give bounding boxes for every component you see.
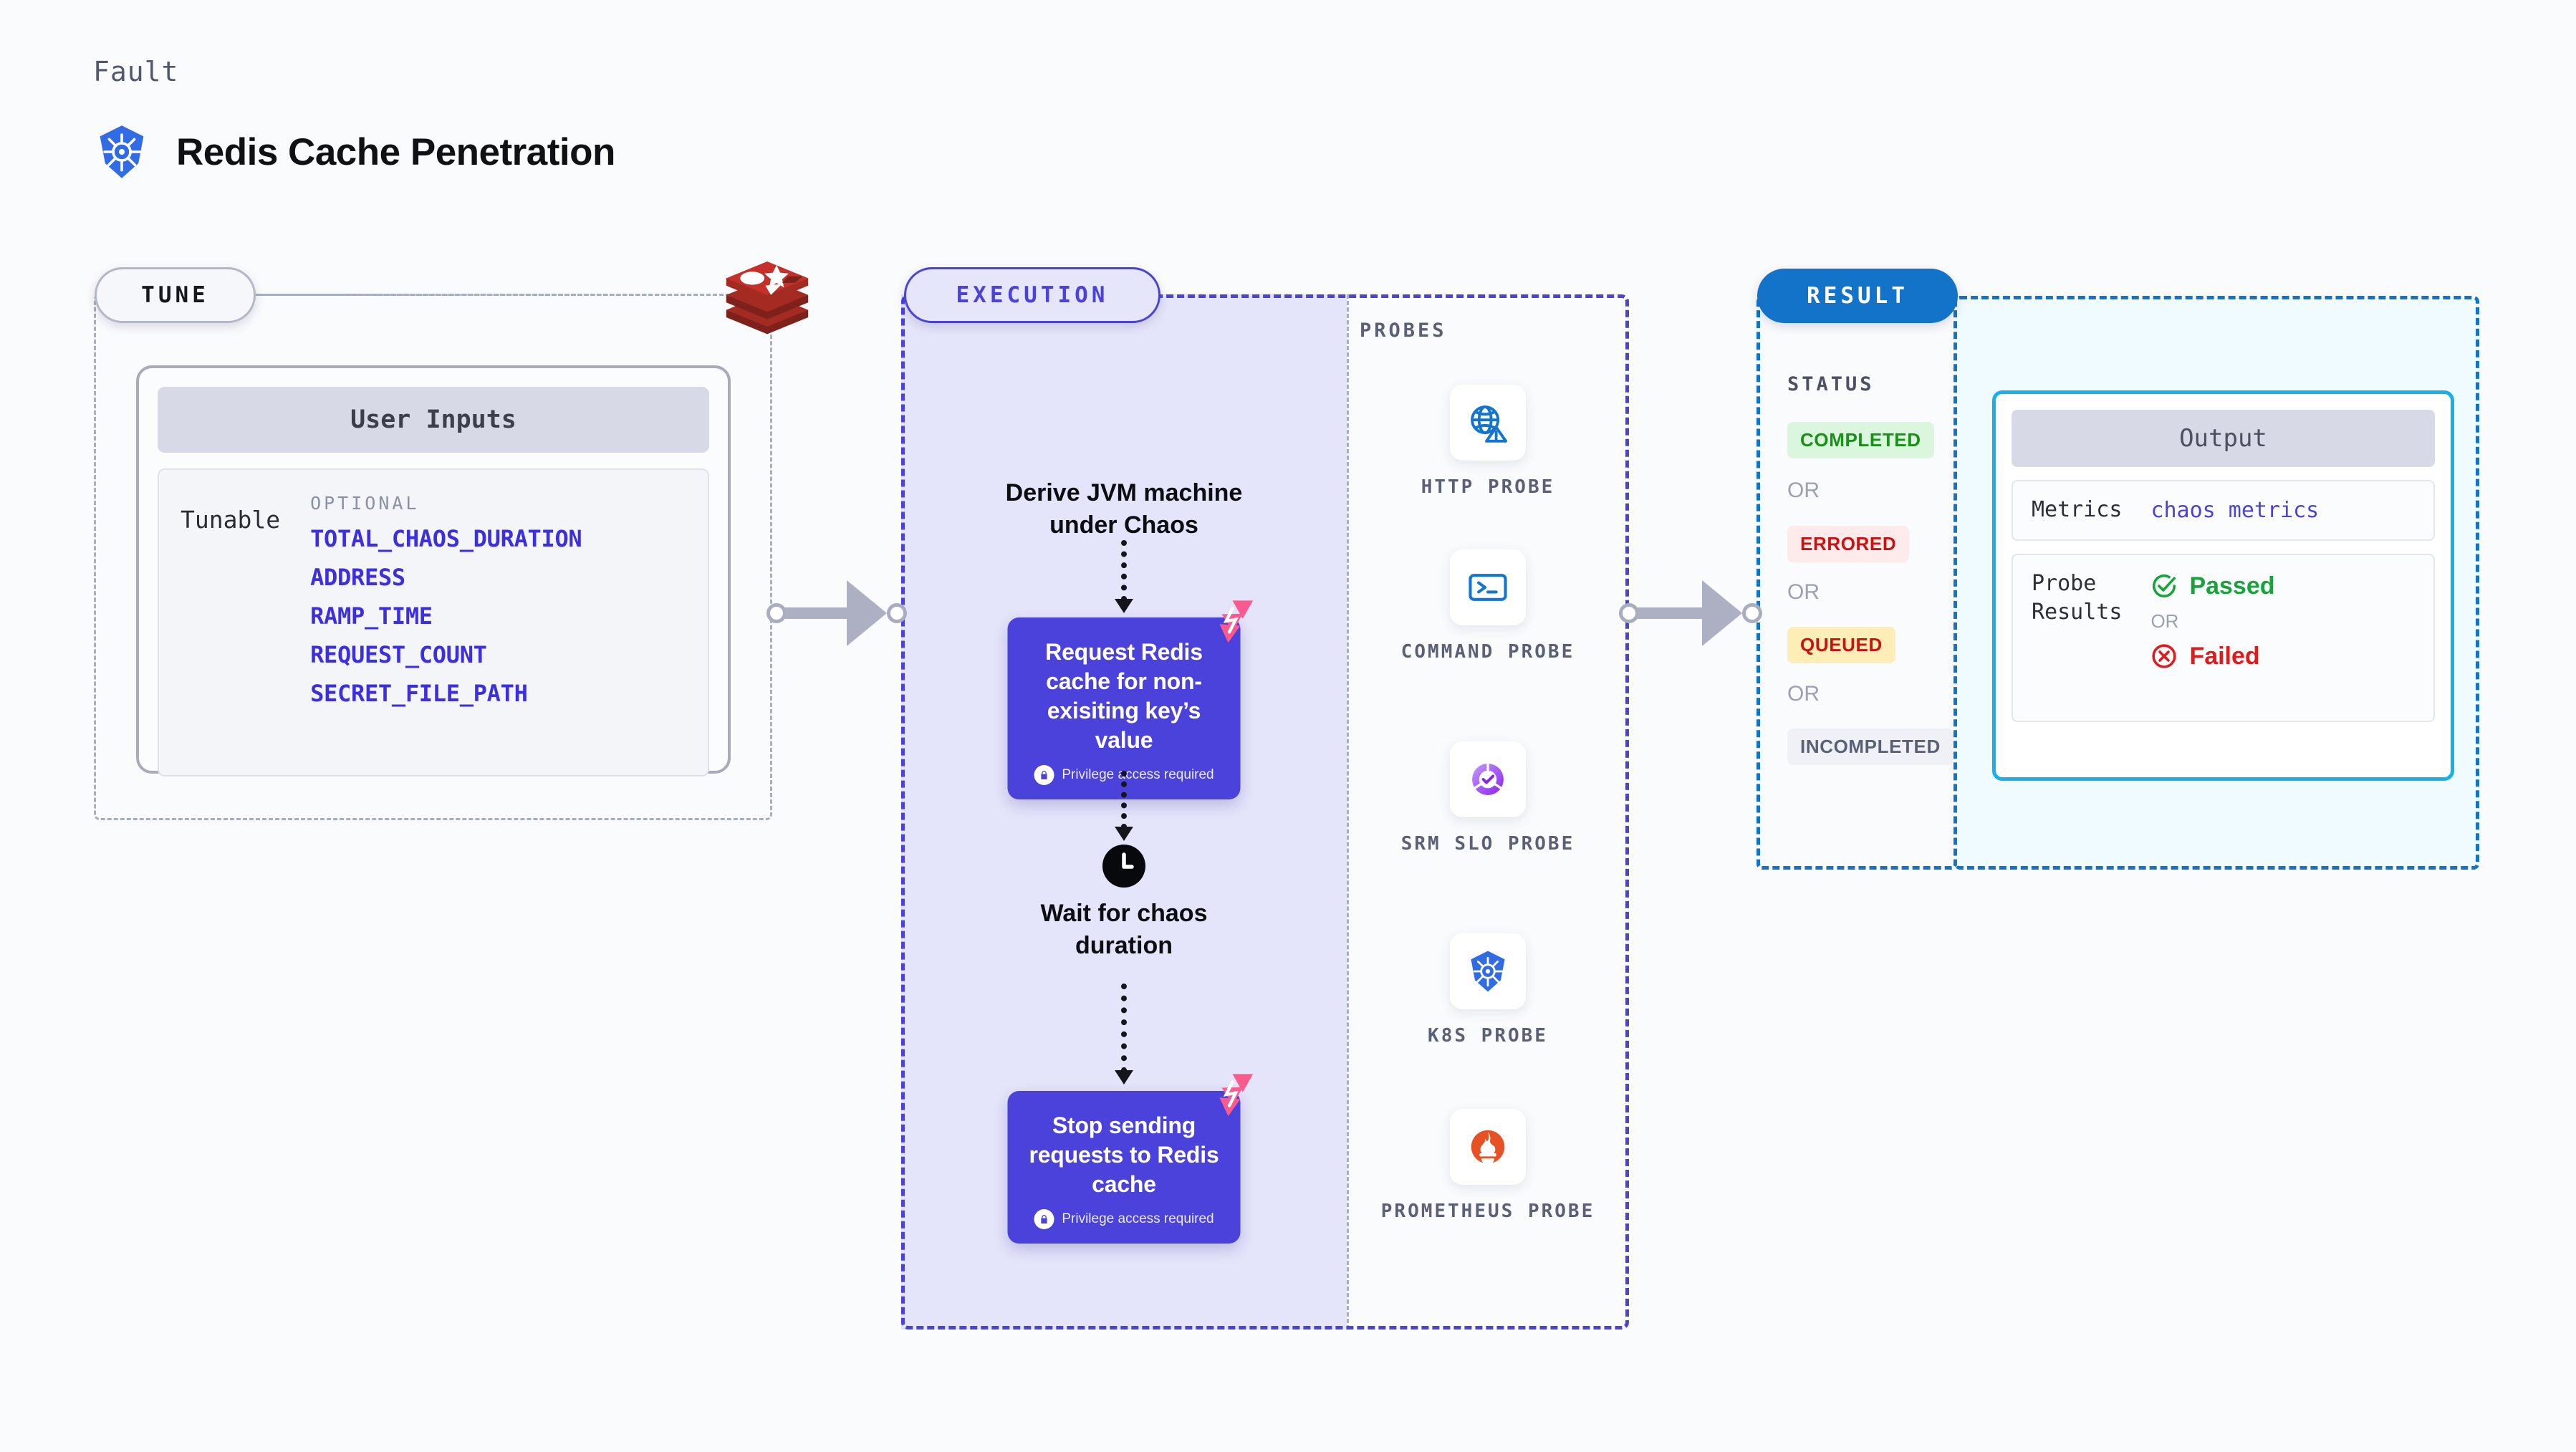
litmus-badge-icon [1219, 1074, 1254, 1117]
flow-arrow-1 [1121, 540, 1127, 602]
status-badge-incompleted: INCOMPLETED [1787, 729, 1953, 765]
probe-result-failed: Failed [2150, 643, 2274, 670]
clock-icon [1102, 845, 1145, 888]
flow-arrow-1-tip [1115, 599, 1133, 613]
srm-slo-icon [1472, 764, 1504, 795]
probe-item[interactable]: PROMETHEUS PROBE [1347, 1109, 1629, 1224]
probe-tile [1450, 933, 1526, 1009]
connector-probes-to-result [1619, 580, 1762, 646]
probe-label: COMMAND PROBE [1400, 641, 1575, 663]
terminal-icon [1469, 574, 1507, 601]
lock-icon [1034, 764, 1054, 785]
probe-result-passed: Passed [2150, 572, 2275, 600]
tunable-list: OPTIONAL TOTAL_CHAOS_DURATION ADDRESS RA… [310, 493, 582, 775]
probe-label: SRM SLO PROBE [1400, 833, 1575, 855]
connector-tune-to-execution [766, 580, 907, 646]
probe-result-or: OR [2150, 610, 2179, 632]
step-derive-jvm: Derive JVM machine under Chaos [1005, 479, 1243, 539]
result-status-panel [1756, 296, 1957, 870]
probe-item[interactable]: HTTP PROBE [1347, 385, 1629, 500]
probe-label: HTTP PROBE [1421, 476, 1555, 498]
action-card-title: Request Redis cache for non-exisiting ke… [1045, 639, 1203, 753]
connector-end-dot [887, 603, 907, 623]
probe-label: K8S PROBE [1428, 1025, 1548, 1047]
probes-label: PROBES [1360, 319, 1447, 342]
kubernetes-icon [1471, 951, 1505, 992]
output-metrics-row: Metrics chaos metrics [2012, 480, 2435, 541]
output-card: Output Metrics chaos metrics Probe Resul… [1992, 390, 2454, 781]
failed-label: Failed [2189, 642, 2260, 670]
probe-tile [1450, 741, 1526, 817]
status-or-2: OR [1787, 580, 1820, 604]
flow-arrow-3-tip [1115, 1070, 1133, 1085]
connector-shaft [785, 607, 851, 619]
tunable-item[interactable]: REQUEST_COUNT [310, 641, 487, 668]
step-wait-for-chaos: Wait for chaos duration [1040, 900, 1208, 959]
status-or-3: OR [1787, 682, 1820, 706]
connector-start-dot [766, 603, 787, 623]
connector-arrow-head [1702, 580, 1742, 646]
prometheus-icon [1471, 1130, 1505, 1165]
status-badge-completed: COMPLETED [1787, 422, 1934, 458]
result-pill[interactable]: RESULT [1757, 269, 1958, 323]
litmus-badge-icon [1219, 600, 1254, 643]
probe-item[interactable]: COMMAND PROBE [1347, 549, 1629, 665]
status-or-1: OR [1787, 479, 1820, 502]
user-inputs-header: User Inputs [158, 387, 709, 453]
redis-logo [726, 261, 809, 335]
probe-tile [1450, 1109, 1526, 1185]
kubernetes-icon [100, 125, 144, 178]
probe-tile [1450, 549, 1526, 625]
probe-item[interactable]: SRM SLO PROBE [1347, 741, 1629, 857]
user-inputs-body: Tunable OPTIONAL TOTAL_CHAOS_DURATION AD… [158, 468, 709, 777]
metrics-key: Metrics [2032, 497, 2123, 522]
connector-shaft [1638, 607, 1706, 619]
status-label: STATUS [1787, 373, 1875, 395]
action-card-subtitle: Privilege access required [1024, 764, 1225, 785]
status-badge-queued: QUEUED [1787, 627, 1895, 663]
passed-label: Passed [2189, 572, 2275, 600]
tune-pill[interactable]: TUNE [95, 267, 256, 323]
globe-warning-icon [1471, 405, 1508, 443]
tunable-label: Tunable [181, 506, 281, 534]
metrics-value[interactable]: chaos metrics [2150, 497, 2320, 523]
probe-results-values: Passed OR Failed [2150, 569, 2274, 670]
action-card-subtitle-text: Privilege access required [1062, 1211, 1214, 1226]
connector-arrow-head [847, 580, 887, 646]
connector-start-dot [1619, 603, 1639, 623]
status-badge-errored: ERRORED [1787, 526, 1910, 562]
probe-results-key: Probe Results [2032, 570, 2123, 625]
flow-arrow-3 [1121, 984, 1127, 1073]
probe-label: PROMETHEUS PROBE [1380, 1201, 1595, 1222]
output-probe-results-row: Probe Results Passed OR Failed [2012, 553, 2435, 722]
tunable-item[interactable]: SECRET_FILE_PATH [310, 680, 528, 707]
page-title: Redis Cache Penetration [176, 130, 615, 173]
probe-item[interactable]: K8S PROBE [1347, 933, 1629, 1049]
connector-end-dot [1742, 603, 1762, 623]
output-header: Output [2012, 410, 2435, 467]
probe-tile [1450, 385, 1526, 461]
flow-arrow-2 [1121, 771, 1127, 830]
user-inputs-card: User Inputs Tunable OPTIONAL TOTAL_CHAOS… [136, 365, 731, 777]
action-card-request-redis[interactable]: Request Redis cache for non-exisiting ke… [1007, 600, 1254, 799]
page-title-row: Redis Cache Penetration [93, 123, 615, 181]
execution-pill[interactable]: EXECUTION [904, 267, 1160, 323]
action-card-subtitle: Privilege access required [1024, 1208, 1225, 1229]
action-card-title: Stop sending requests to Redis cache [1029, 1112, 1219, 1197]
execution-flow: Derive JVM machine under Chaos Request R… [901, 294, 1347, 1330]
tune-connector-line [251, 294, 724, 296]
tunable-item[interactable]: ADDRESS [310, 564, 405, 591]
fault-kicker: Fault [93, 56, 179, 87]
execution-panel [901, 294, 1629, 1330]
lock-icon [1034, 1208, 1054, 1229]
optional-label: OPTIONAL [310, 493, 420, 514]
action-card-subtitle-text: Privilege access required [1062, 766, 1214, 782]
action-card-stop-sending[interactable]: Stop sending requests to Redis cache Pri… [1007, 1074, 1254, 1244]
x-circle-icon [2152, 644, 2177, 668]
tunable-item[interactable]: TOTAL_CHAOS_DURATION [310, 525, 582, 552]
flow-arrow-2-tip [1115, 827, 1133, 841]
tunable-item[interactable]: RAMP_TIME [310, 602, 433, 630]
check-circle-icon [2153, 574, 2176, 598]
